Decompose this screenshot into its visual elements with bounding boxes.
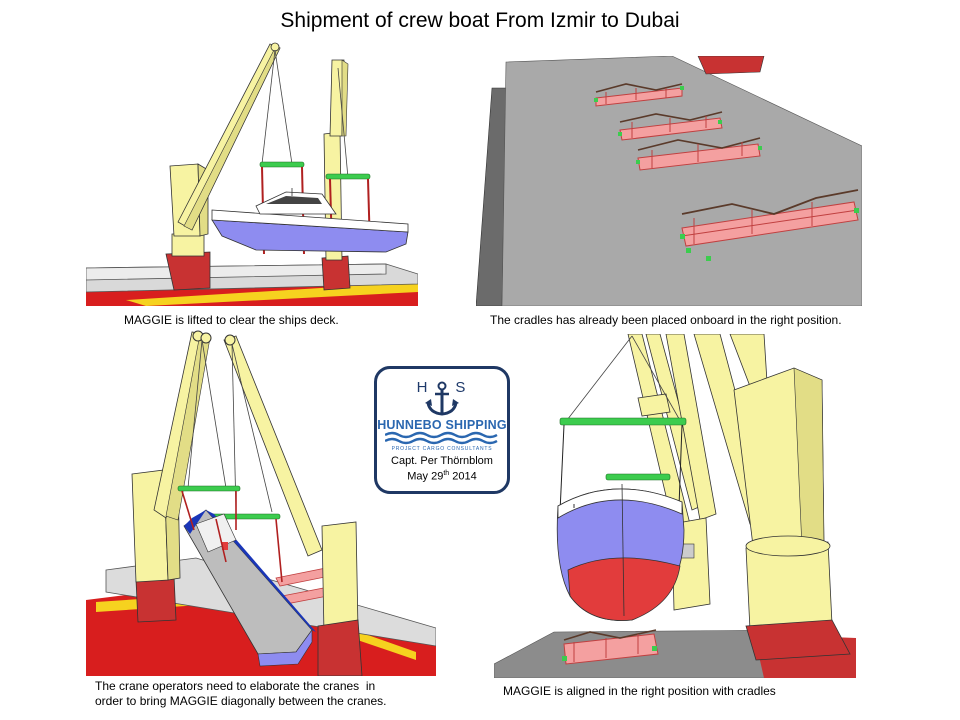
spreader-bar [177,485,241,492]
image-boat-lifted [86,38,418,306]
logo-tagline: PROJECT CARGO CONSULTANTS [391,446,493,452]
logo-company-name: HUNNEBO SHIPPING [377,418,507,432]
waves-icon [385,431,498,445]
cradles-illustration [476,56,862,306]
cranes-diagonal-illustration [86,330,436,676]
caption-cranes-diagonal: The crane operators need to elaborate th… [95,679,387,708]
page-title: Shipment of crew boat From Izmir to Duba… [280,9,680,32]
spreader-bar [559,417,687,426]
boat-lifted-illustration [86,42,418,306]
anchor-icon [425,381,459,416]
caption-boat-lifted: MAGGIE is lifted to clear the ships deck… [124,313,339,327]
logo-letter-s: S [455,379,494,396]
spreader-bar [325,173,371,180]
logo-letters: HS [377,379,507,396]
company-logo: HS HUNNEBO SHIPPING PROJECT CARGO CONSUL… [374,366,510,494]
date-suffix: th [443,470,450,477]
logo-letter-h: H [416,379,456,396]
caption-cradles-onboard: The cradles has already been placed onbo… [490,313,842,327]
image-cradles-onboard [476,56,862,306]
date-day: May 29 [407,470,444,483]
image-boat-aligned [494,334,856,678]
boat-aligned-illustration [494,334,856,678]
document-date: May 29th 2014 [377,470,507,483]
author-name: Capt. Per Thörnblom [391,455,493,467]
caption-boat-aligned: MAGGIE is aligned in the right position … [503,684,776,698]
ship-deck [501,56,862,306]
spreader-bar [259,161,305,168]
image-cranes-diagonal [86,330,436,676]
date-year: 2014 [449,470,477,483]
spreader-bar [605,473,671,481]
